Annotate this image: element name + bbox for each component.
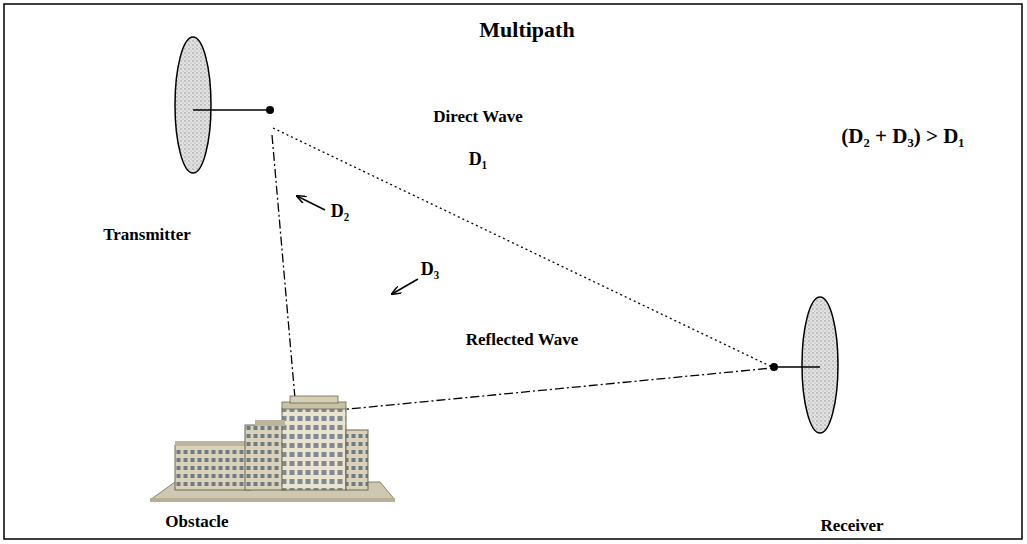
frame <box>4 4 1022 539</box>
wave-label: Direct Wave <box>433 108 523 127</box>
transmitter-feed <box>266 106 274 114</box>
distance-label: D₁ <box>469 150 487 170</box>
device-label: Receiver <box>820 517 883 536</box>
device-label: Transmitter <box>103 226 191 245</box>
obstacle-label: Obstacle <box>165 513 228 532</box>
receiver-feed <box>770 363 778 371</box>
diagram-title: Multipath <box>479 18 574 42</box>
receiver-dish <box>802 297 838 433</box>
wave-label: Reflected Wave <box>466 331 579 350</box>
transmitter-dish <box>175 37 211 173</box>
building-obstacle <box>150 396 395 502</box>
distance-label: D₃ <box>421 260 439 280</box>
distance-label: D₂ <box>331 202 349 222</box>
reflected-path <box>318 368 772 412</box>
incident-path <box>272 135 296 410</box>
direct-path <box>273 128 772 367</box>
path-inequality: (D₂ + D₃) > D₁ <box>841 125 964 148</box>
